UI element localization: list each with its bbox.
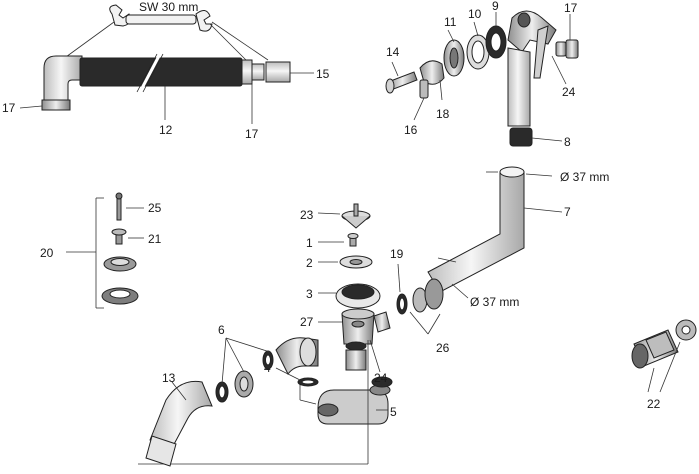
group-20: [66, 192, 144, 309]
overflow-unit: [385, 10, 579, 147]
hose-assembly: SW 30 mm: [19, 0, 314, 124]
label-23: 23: [300, 208, 314, 222]
pipe-7: [427, 166, 563, 299]
label-11: 11: [444, 15, 457, 29]
label-12: 12: [159, 123, 173, 137]
label-1: 1: [306, 236, 313, 250]
label-5: 5: [390, 405, 397, 419]
lower-left-parts: [145, 337, 319, 467]
label-dia-top: Ø 37 mm: [560, 170, 609, 184]
label-dia-bottom: Ø 37 mm: [470, 295, 519, 309]
label-20: 20: [40, 246, 54, 260]
hose-12: [79, 57, 243, 87]
label-13: 13: [162, 371, 176, 385]
label-21: 21: [148, 232, 162, 246]
label-3: 3: [306, 287, 313, 301]
label-26: 26: [436, 341, 450, 355]
label-sw: SW 30 mm: [139, 0, 198, 14]
label-25: 25: [148, 201, 162, 215]
label-8: 8: [564, 135, 571, 149]
label-24-top: 24: [562, 85, 576, 99]
label-9: 9: [492, 0, 499, 13]
label-22: 22: [647, 397, 661, 411]
label-17-top: 17: [564, 1, 578, 15]
label-15: 15: [316, 67, 330, 81]
drain-stack: [138, 203, 444, 465]
label-18: 18: [436, 107, 450, 121]
label-17-left: 17: [2, 101, 16, 115]
label-2: 2: [306, 256, 313, 270]
wrench-icon: [109, 4, 213, 32]
part-22: [631, 319, 697, 393]
label-10: 10: [468, 7, 482, 21]
label-17-mid: 17: [245, 127, 259, 141]
label-14: 14: [386, 45, 400, 59]
label-19: 19: [390, 247, 404, 261]
label-7: 7: [564, 205, 571, 219]
label-24-bottom: 24: [374, 371, 388, 385]
label-6: 6: [218, 323, 225, 337]
label-16: 16: [404, 123, 418, 137]
label-27: 27: [300, 315, 314, 329]
